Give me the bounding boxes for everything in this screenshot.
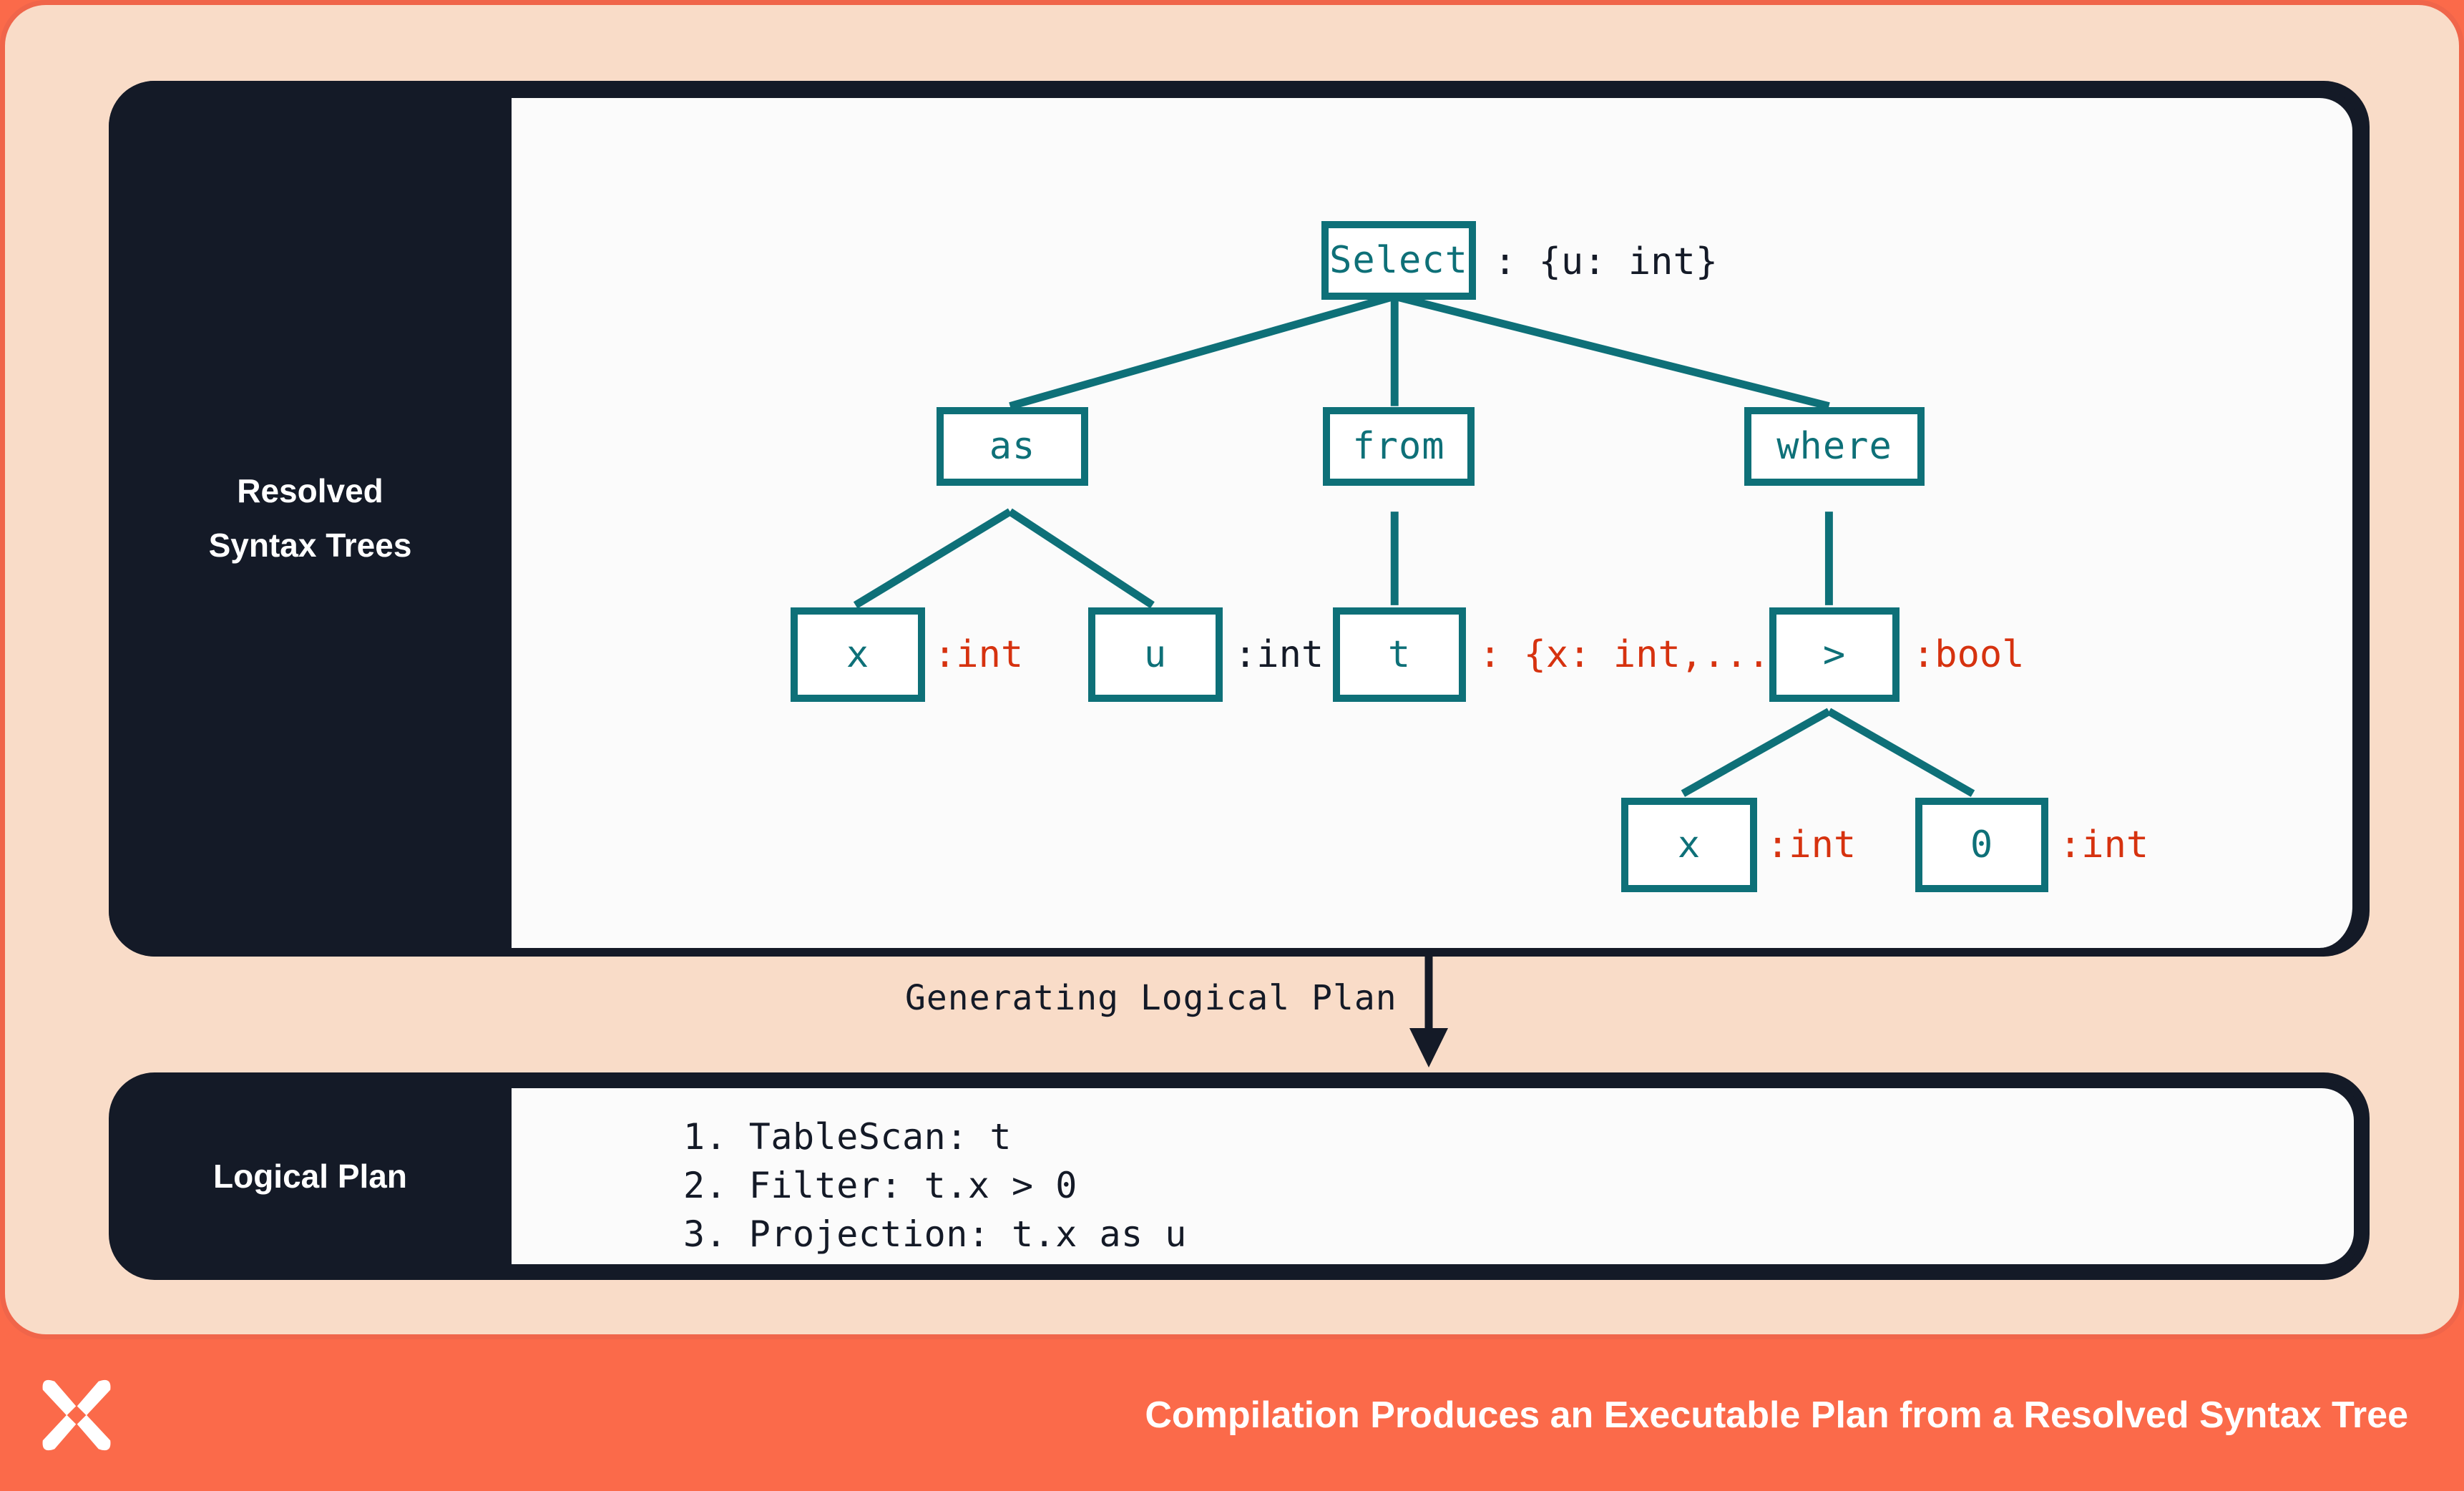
logical-plan-sidebar: Logical Plan: [109, 1072, 512, 1280]
tree-node-gt-zero-label: 0: [1970, 823, 1994, 866]
logical-plan-content: 1. TableScan: t 2. Filter: t.x > 0 3. Pr…: [512, 1080, 2362, 1272]
tree-node-gt-annotation: :bool: [1912, 633, 2025, 676]
tree-node-from-t-annotation: : {x: int,...}: [1479, 633, 1793, 676]
resolved-syntax-trees-card: Resolved Syntax Trees: [109, 81, 2370, 957]
logical-plan-label: Logical Plan: [213, 1158, 407, 1195]
tree-node-gt-x-label: x: [1677, 823, 1701, 866]
tree-node-gt-zero[interactable]: 0: [1915, 798, 2048, 892]
tree-node-as-x-label: x: [846, 633, 870, 676]
generating-logical-plan-label: Generating Logical Plan: [905, 978, 1397, 1018]
tree-node-gt[interactable]: >: [1769, 607, 1900, 702]
tree-node-from-t-label: t: [1387, 633, 1412, 676]
tree-node-from[interactable]: from: [1323, 407, 1475, 486]
flow-arrow-icon: [1409, 949, 1448, 1067]
tree-node-from-label: from: [1352, 425, 1445, 468]
tree-node-where[interactable]: where: [1744, 407, 1925, 486]
tree-node-as[interactable]: as: [937, 407, 1088, 486]
logical-plan-step-3: 3. Projection: t.x as u: [683, 1213, 1187, 1255]
tree-node-select[interactable]: Select: [1321, 221, 1476, 300]
tree-node-as-x[interactable]: x: [791, 607, 925, 702]
tree-node-select-annotation: : {u: int}: [1494, 240, 1719, 283]
four-pointed-star-logo-icon: [42, 1379, 111, 1451]
tree-node-as-x-annotation: :int: [934, 633, 1024, 676]
tree-node-as-u-label: u: [1143, 633, 1168, 676]
tree-node-as-label: as: [989, 425, 1036, 468]
tree-node-gt-label: >: [1822, 633, 1847, 676]
tree-node-as-u-annotation: :int: [1234, 633, 1324, 676]
resolved-syntax-trees-label: Resolved Syntax Trees: [208, 472, 412, 564]
resolved-syntax-trees-sidebar: Resolved Syntax Trees: [109, 81, 512, 957]
logical-plan-step-1: 1. TableScan: t: [683, 1116, 1012, 1158]
tree-node-gt-zero-annotation: :int: [2059, 823, 2149, 866]
tree-node-as-u[interactable]: u: [1088, 607, 1223, 702]
tree-edges: [853, 292, 1975, 797]
tree-node-gt-x[interactable]: x: [1621, 798, 1757, 892]
tree-node-gt-x-annotation: :int: [1766, 823, 1857, 866]
tree-node-from-t[interactable]: t: [1333, 607, 1466, 702]
tree-node-select-label: Select: [1329, 239, 1468, 282]
logical-plan-step-2: 2. Filter: t.x > 0: [683, 1165, 1077, 1206]
tree-node-where-label: where: [1776, 425, 1892, 468]
main-panel: Resolved Syntax Trees: [0, 0, 2464, 1339]
footer-bar: Compilation Produces an Executable Plan …: [0, 1339, 2464, 1491]
logical-plan-card: Logical Plan 1. TableScan: t 2. Filter: …: [109, 1072, 2370, 1280]
footer-title: Compilation Produces an Executable Plan …: [1145, 1394, 2408, 1436]
syntax-tree-canvas: Select : {u: int} as from where x :int: [512, 89, 2361, 948]
